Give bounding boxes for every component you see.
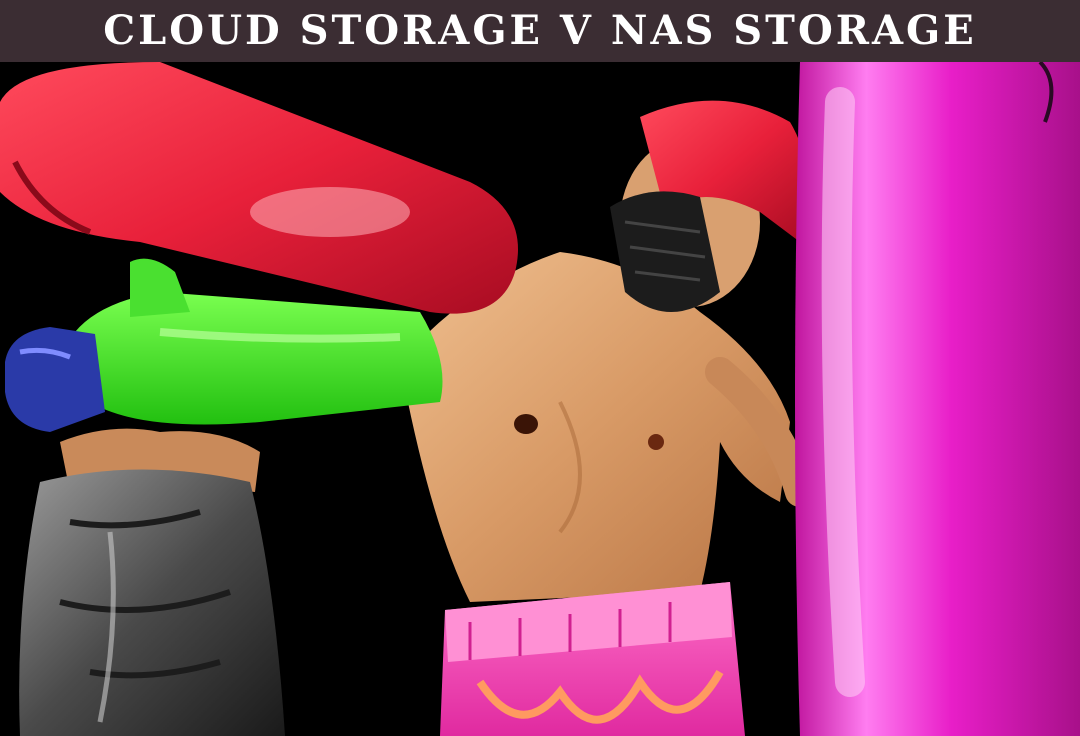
green-arm <box>75 258 443 425</box>
boxing-illustration <box>0 62 1080 736</box>
blue-boxing-glove-icon <box>5 327 105 432</box>
pink-punching-bag-icon <box>795 62 1080 736</box>
title-banner: CLOUD STORAGE V NAS STORAGE <box>0 0 1080 63</box>
red-headgear-icon <box>610 100 808 312</box>
boxer-figure <box>400 100 815 736</box>
title-text: CLOUD STORAGE V NAS STORAGE <box>103 7 977 54</box>
red-boxing-glove-icon <box>0 62 518 314</box>
pink-shorts <box>440 582 745 736</box>
opponent-figure <box>19 428 286 736</box>
